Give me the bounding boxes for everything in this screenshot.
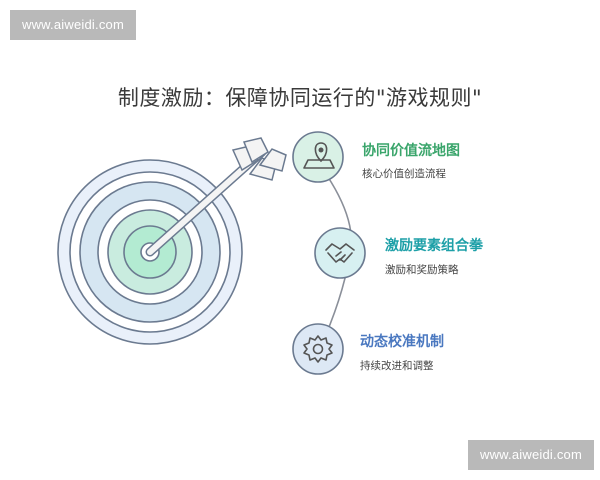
item-3-title: 动态校准机制 <box>360 334 444 350</box>
node-value-map <box>292 131 344 183</box>
item-1-title: 协同价值流地图 <box>362 143 460 159</box>
item-3-desc: 持续改进和调整 <box>360 360 434 372</box>
arrow-icon <box>145 137 287 257</box>
gear-icon <box>303 335 333 363</box>
node-incentive-combo <box>314 227 366 279</box>
item-2-desc: 激励和奖励策略 <box>385 264 459 276</box>
diagram-title: 制度激励：保障协同运行的"游戏规则" <box>117 86 483 110</box>
map-pin-icon <box>303 142 335 169</box>
item-1-desc: 核心价值创造流程 <box>362 168 446 180</box>
handshake-icon <box>325 243 355 263</box>
item-2-title: 激励要素组合拳 <box>385 238 483 254</box>
watermark-top: www.aiweidi.com <box>10 10 136 40</box>
watermark-bottom: www.aiweidi.com <box>468 440 594 470</box>
node-dynamic-calibration <box>292 323 344 375</box>
